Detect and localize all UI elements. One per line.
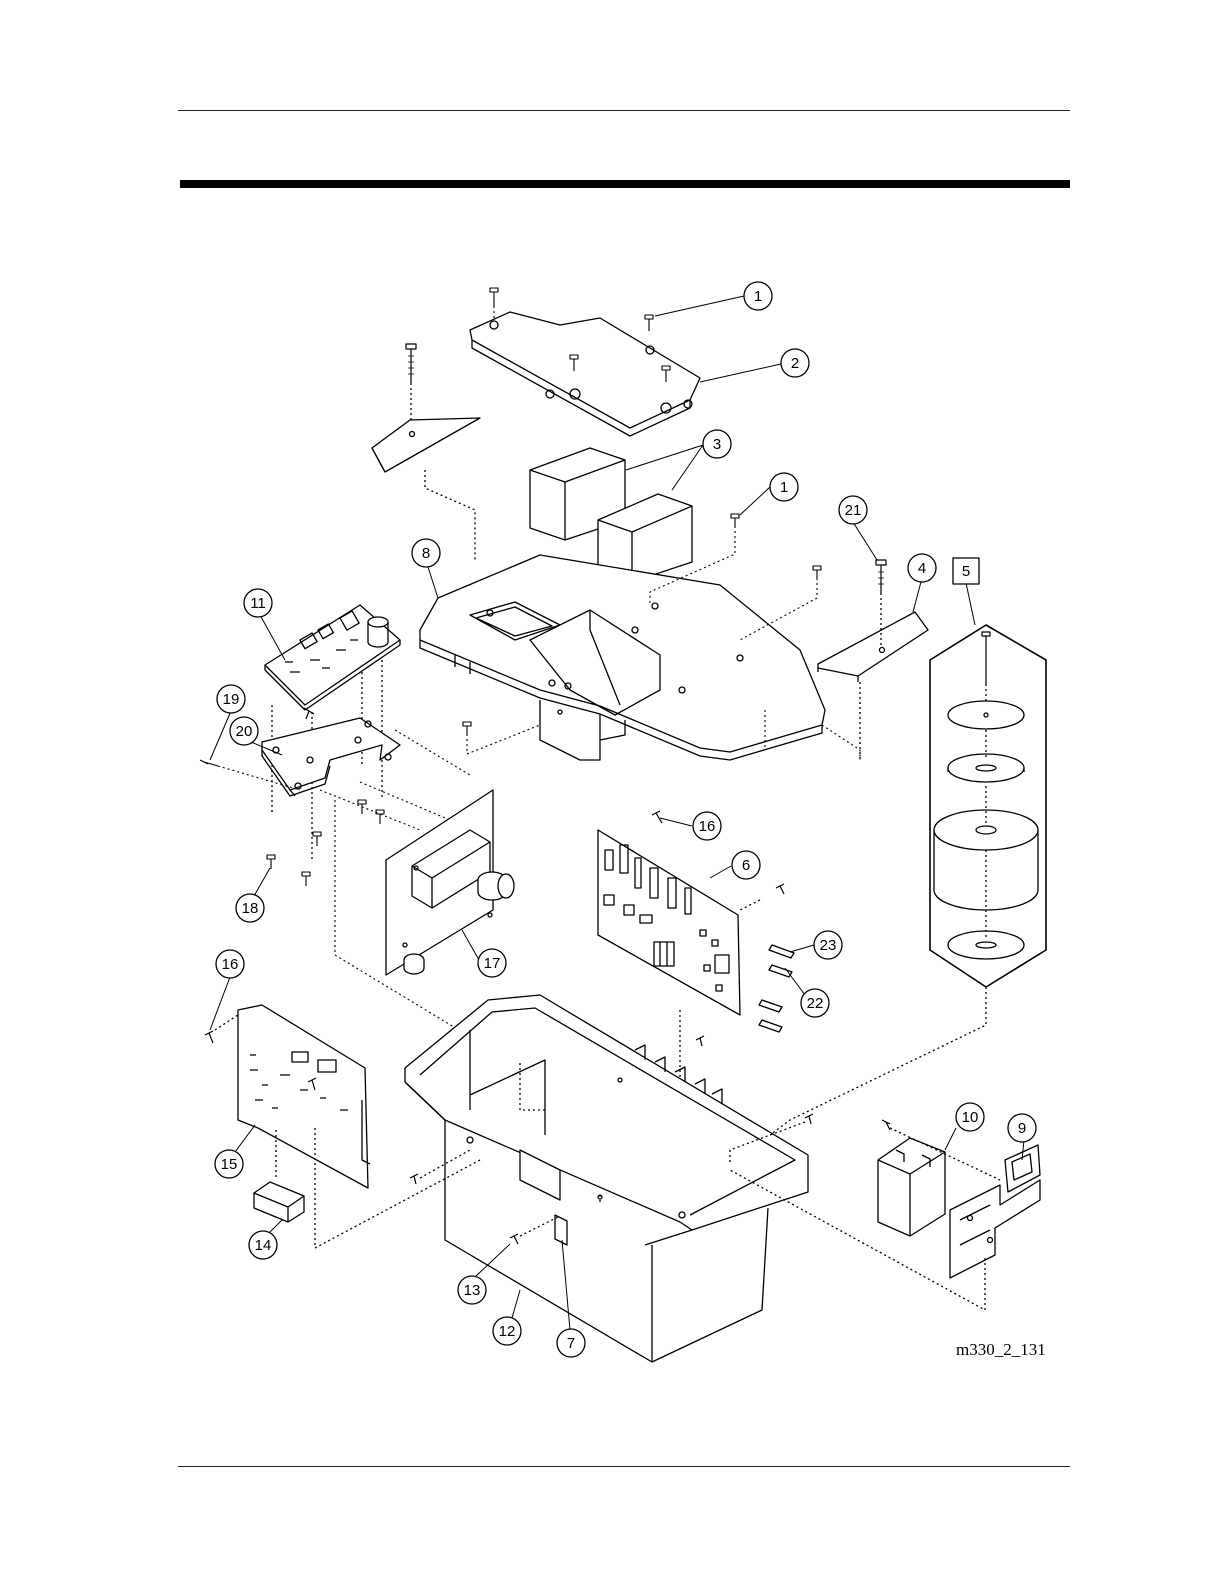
svg-text:19: 19 bbox=[223, 691, 240, 708]
svg-text:10: 10 bbox=[962, 1109, 979, 1126]
svg-text:15: 15 bbox=[221, 1156, 238, 1173]
right-bracket bbox=[818, 560, 928, 760]
bracket-plate-20 bbox=[262, 708, 400, 796]
svg-text:11: 11 bbox=[250, 595, 266, 612]
callout-16a: 16 bbox=[693, 812, 721, 840]
svg-text:16: 16 bbox=[222, 956, 239, 973]
svg-text:14: 14 bbox=[255, 1237, 272, 1254]
svg-text:18: 18 bbox=[242, 900, 259, 917]
svg-text:16: 16 bbox=[699, 818, 716, 835]
callout-20: 20 bbox=[230, 717, 258, 745]
callout-22: 22 bbox=[801, 989, 829, 1017]
callout-23: 23 bbox=[814, 931, 842, 959]
svg-text:7: 7 bbox=[567, 1335, 575, 1352]
svg-text:17: 17 bbox=[484, 955, 501, 972]
svg-text:3: 3 bbox=[713, 436, 721, 453]
callout-16b: 16 bbox=[216, 950, 244, 978]
svg-text:4: 4 bbox=[918, 560, 926, 577]
figure-id: m330_2_131 bbox=[956, 1340, 1046, 1360]
callout-1b: 1 bbox=[770, 473, 798, 501]
svg-text:6: 6 bbox=[742, 857, 750, 874]
callout-15: 15 bbox=[215, 1150, 243, 1178]
svg-text:1: 1 bbox=[780, 479, 788, 496]
svg-text:9: 9 bbox=[1018, 1120, 1026, 1137]
svg-text:21: 21 bbox=[845, 502, 862, 519]
callout-1a: 1 bbox=[744, 282, 772, 310]
callout-13: 13 bbox=[458, 1276, 486, 1304]
callout-18: 18 bbox=[236, 894, 264, 922]
svg-text:13: 13 bbox=[464, 1282, 481, 1299]
svg-text:2: 2 bbox=[791, 355, 799, 372]
svg-text:22: 22 bbox=[807, 995, 824, 1012]
washer-stack-kit bbox=[930, 625, 1046, 987]
svg-text:8: 8 bbox=[422, 545, 430, 562]
pcb-assembly-17 bbox=[386, 790, 514, 975]
callout-9: 9 bbox=[1008, 1114, 1036, 1142]
callout-12: 12 bbox=[493, 1317, 521, 1345]
callout-4: 4 bbox=[908, 554, 936, 582]
callout-6: 6 bbox=[732, 851, 760, 879]
callout-2: 2 bbox=[781, 349, 809, 377]
callout-11: 11 bbox=[244, 589, 272, 617]
svg-text:5: 5 bbox=[962, 563, 970, 580]
callout-8: 8 bbox=[412, 539, 440, 567]
fuses bbox=[759, 945, 794, 1032]
left-bracket bbox=[372, 344, 480, 560]
callout-3: 3 bbox=[703, 430, 731, 458]
callout-7: 7 bbox=[557, 1329, 585, 1357]
svg-text:20: 20 bbox=[236, 723, 253, 740]
svg-text:1: 1 bbox=[754, 288, 762, 305]
callout-17: 17 bbox=[478, 949, 506, 977]
callout-5: 5 bbox=[953, 558, 979, 584]
callout-19: 19 bbox=[217, 685, 245, 713]
svg-text:23: 23 bbox=[820, 937, 837, 954]
callout-14: 14 bbox=[249, 1231, 277, 1259]
svg-text:12: 12 bbox=[499, 1323, 516, 1340]
main-mounting-plate bbox=[420, 555, 825, 760]
callout-10: 10 bbox=[956, 1103, 984, 1131]
callout-21: 21 bbox=[839, 496, 867, 524]
